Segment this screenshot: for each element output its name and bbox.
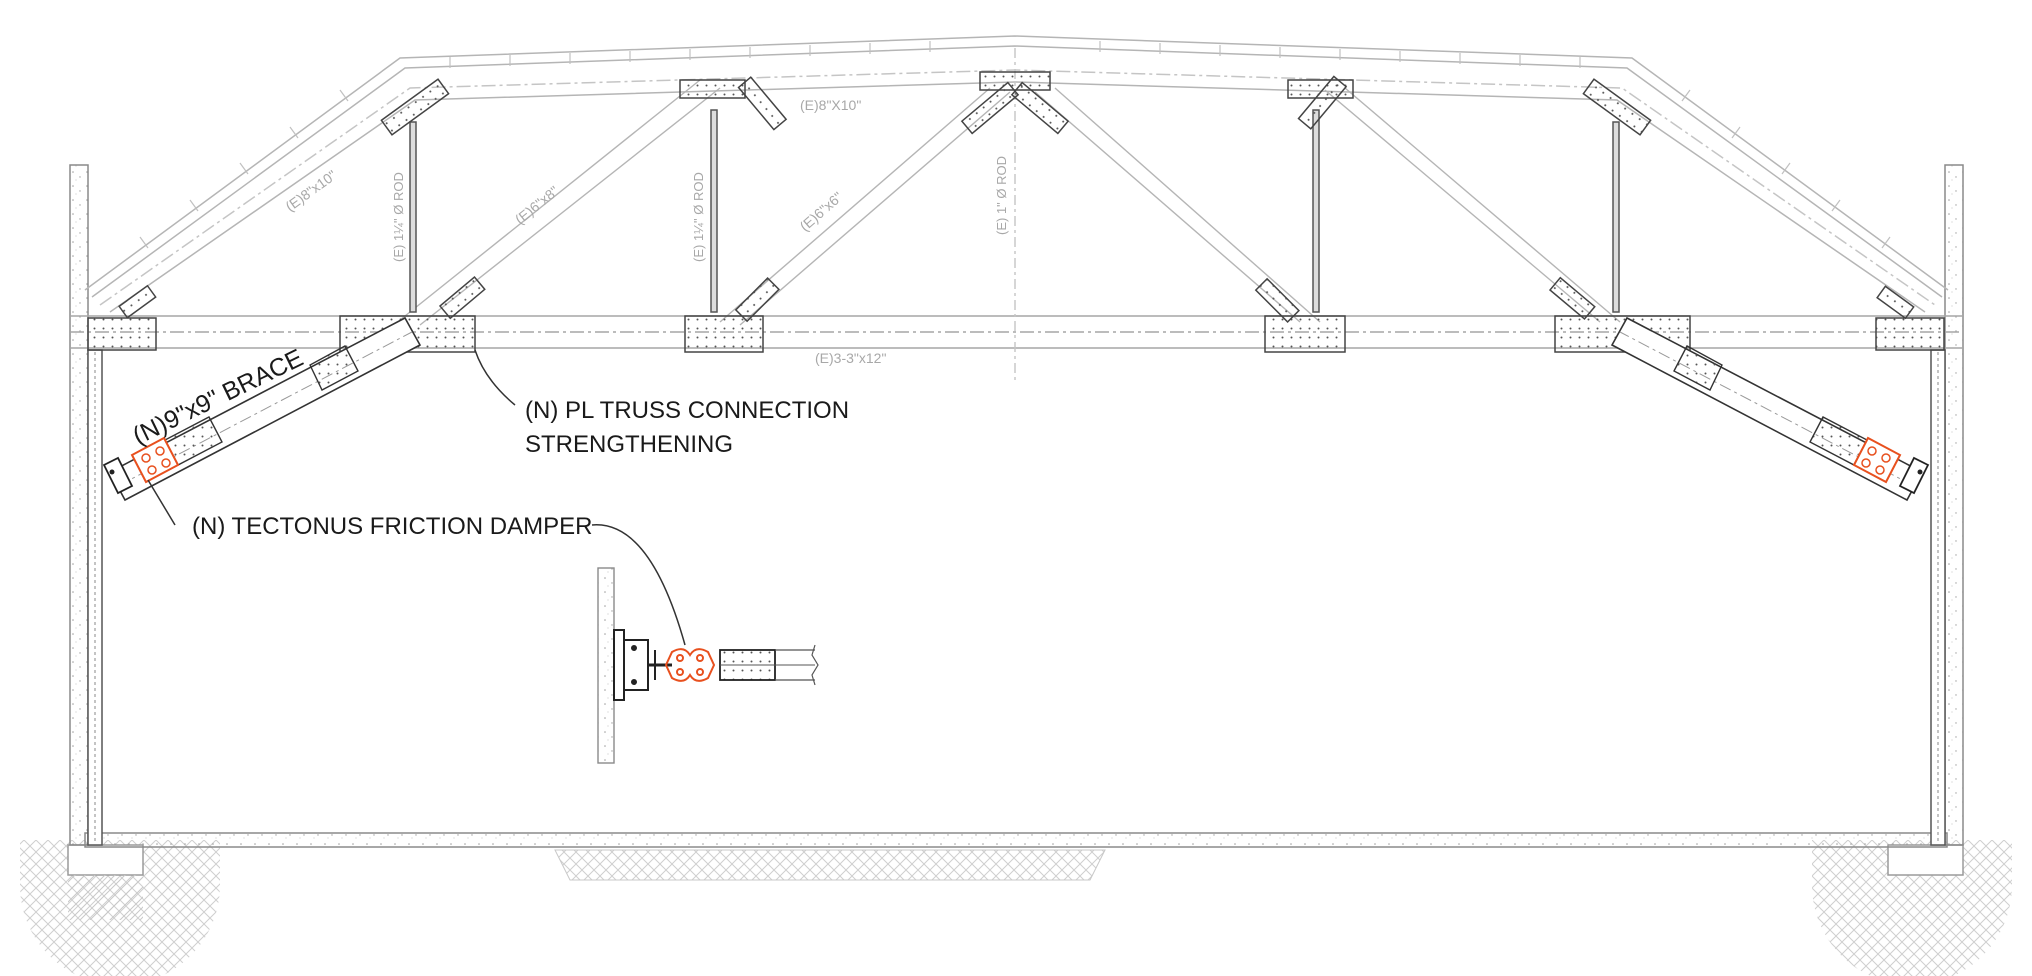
floor-slab bbox=[84, 832, 1948, 848]
annotation-damper: (N) TECTONUS FRICTION DAMPER bbox=[192, 513, 592, 540]
damper-detail-unit bbox=[664, 648, 716, 682]
label-rod-mid: (E) 1¼" Ø ROD bbox=[691, 172, 706, 262]
label-web-left: (E)6"x8" bbox=[512, 183, 562, 228]
web-members bbox=[399, 48, 1621, 380]
damper-detail bbox=[597, 567, 819, 764]
label-web-center-left: (E)6"x6" bbox=[796, 189, 845, 235]
left-wall bbox=[69, 164, 103, 846]
leader-pl-truss bbox=[474, 349, 516, 406]
label-rod-left: (E) 1¼" Ø ROD bbox=[391, 172, 406, 262]
right-wall bbox=[1930, 164, 1964, 846]
label-top-chord-mid: (E)8"X10" bbox=[800, 97, 861, 113]
annotation-pl-truss-line1: (N) PL TRUSS CONNECTION bbox=[525, 397, 849, 424]
left-friction-damper bbox=[102, 436, 180, 495]
label-rod-center: (E) 1" Ø ROD bbox=[994, 156, 1009, 235]
leader-damper-left bbox=[147, 479, 176, 526]
leader-lines bbox=[147, 349, 686, 646]
annotation-pl-truss-line2: STRENGTHENING bbox=[525, 431, 733, 458]
left-footing bbox=[20, 840, 220, 976]
leader-damper-detail bbox=[591, 524, 686, 646]
right-footing bbox=[1812, 840, 2012, 976]
center-slab-hatch bbox=[554, 849, 1106, 881]
gusset-plates bbox=[87, 71, 1945, 353]
label-bottom-chord: (E)3-3"x12" bbox=[815, 350, 886, 366]
right-friction-damper bbox=[1852, 436, 1930, 495]
label-top-chord-left: (E)8"x10" bbox=[282, 167, 339, 215]
